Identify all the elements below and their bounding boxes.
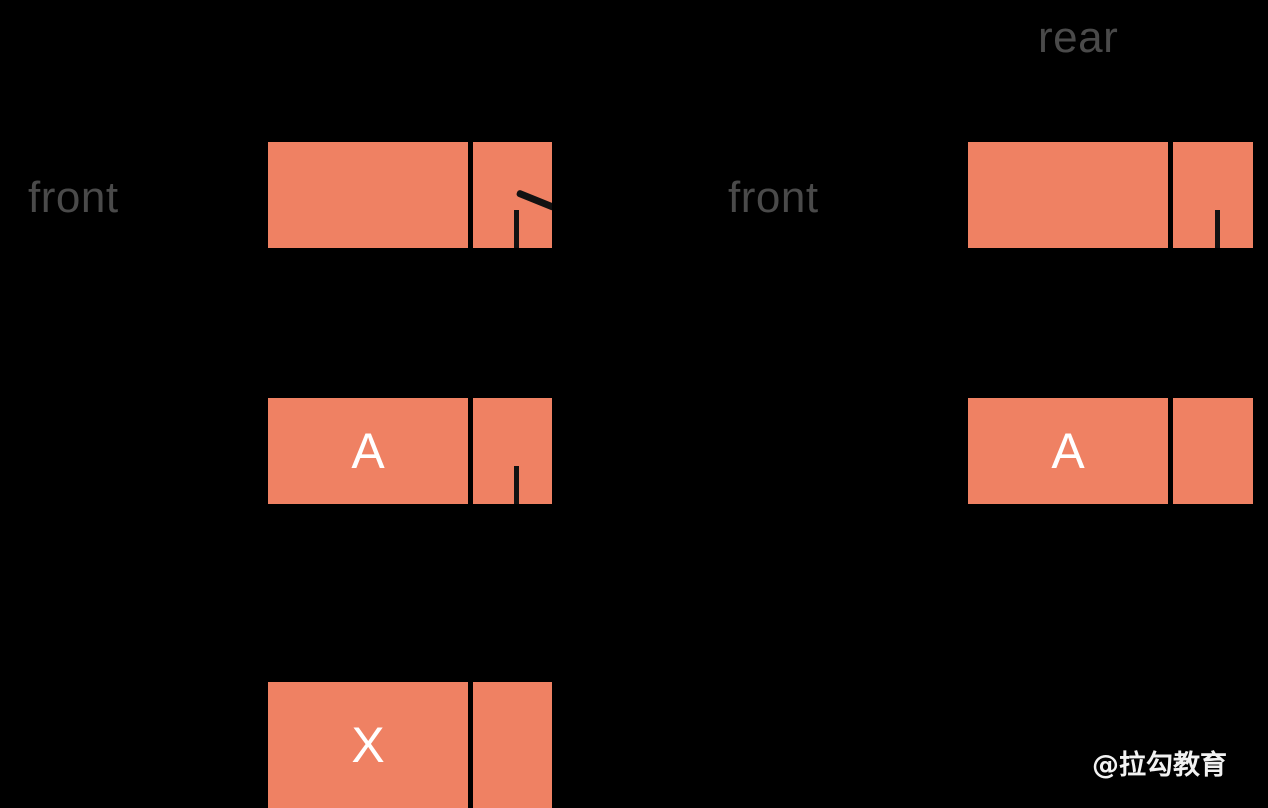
right-node-a-pointer-cell [1173, 398, 1253, 504]
right-node-head-divider [1168, 142, 1173, 248]
left-node-a-value: A [351, 423, 385, 479]
left-node-a: A [268, 398, 552, 504]
left-node-a-divider [468, 398, 473, 504]
left-node-x-pointer-cell [473, 682, 552, 808]
left-node-x-data-cell: X [268, 682, 468, 808]
left-node-head-divider [468, 142, 473, 248]
left-node-a-pointer-tick-icon [514, 466, 519, 504]
left-node-x: X [268, 682, 552, 808]
left-node-x-divider [468, 682, 473, 808]
right-node-head [968, 142, 1253, 248]
right-node-head-pointer-tick-icon [1215, 210, 1220, 248]
watermark: @拉勾教育 [1092, 750, 1227, 781]
right-node-head-data-cell [968, 142, 1168, 248]
left-node-head-data-cell [268, 142, 468, 248]
left-node-head-pointer-slash-icon [515, 189, 552, 212]
left-node-head [268, 142, 552, 248]
front-label-left: front [28, 173, 119, 222]
rear-label-right: rear [1038, 13, 1119, 62]
right-node-a-data-cell: A [968, 398, 1168, 504]
left-node-a-data-cell: A [268, 398, 468, 504]
right-node-head-pointer-cell [1173, 142, 1253, 248]
front-label-right: front [728, 173, 819, 222]
left-node-x-value: X [351, 717, 385, 773]
right-node-a: A [968, 398, 1253, 504]
right-node-a-value: A [1051, 423, 1085, 479]
left-node-a-pointer-cell [473, 398, 552, 504]
left-node-head-pointer-tick-icon [514, 210, 519, 248]
left-node-head-pointer-cell [473, 142, 552, 248]
right-node-a-divider [1168, 398, 1173, 504]
